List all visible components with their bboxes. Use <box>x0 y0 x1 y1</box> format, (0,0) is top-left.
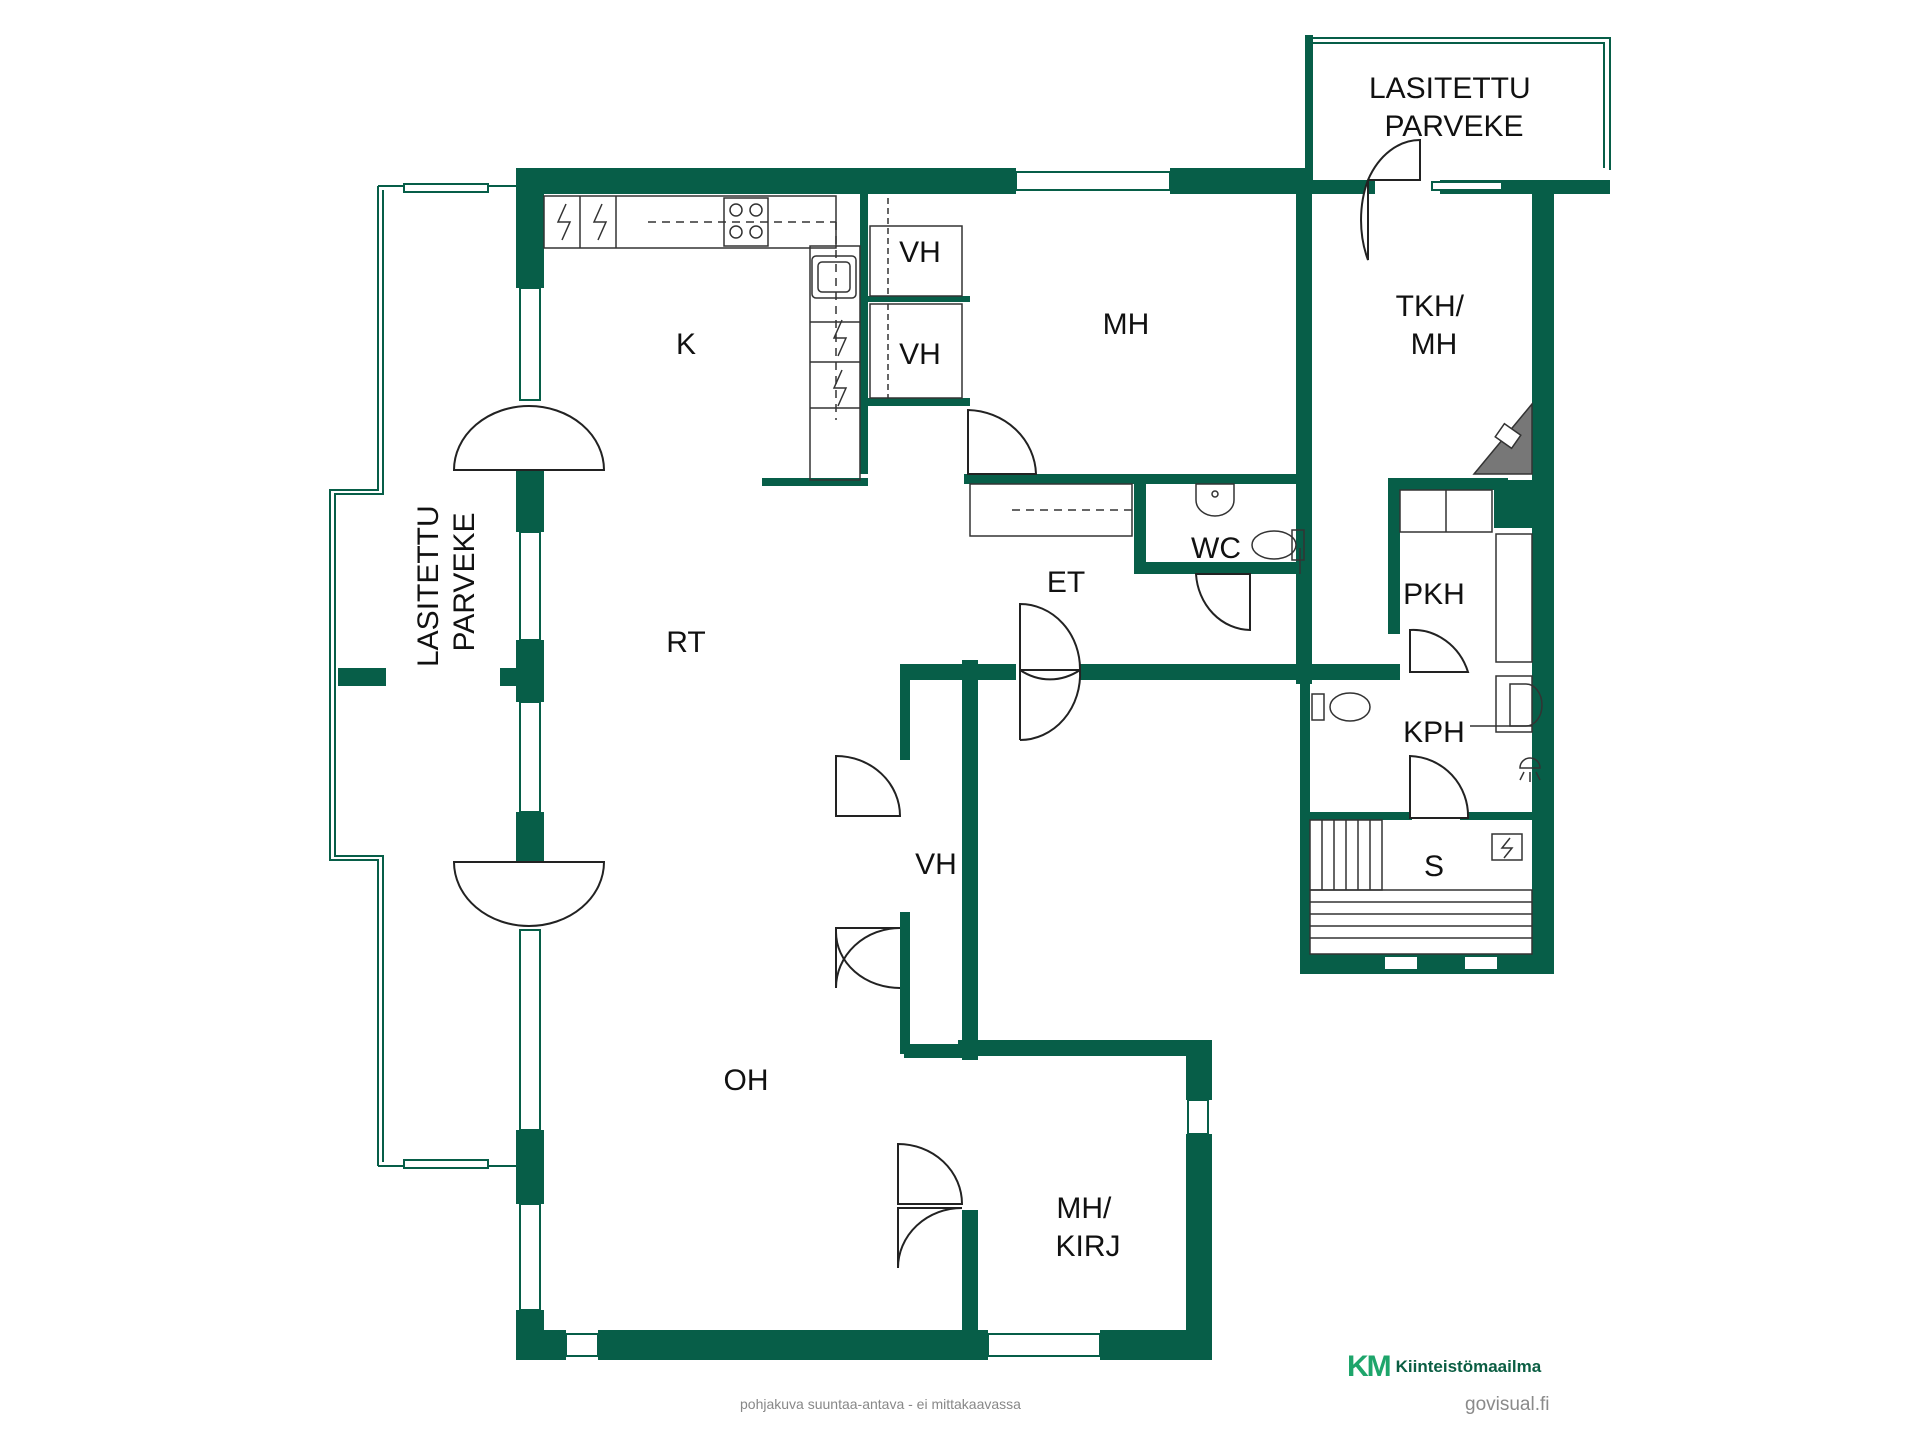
windows <box>403 171 1503 1357</box>
room-label-toilet: WC <box>1191 532 1241 565</box>
door-vh-1 <box>835 754 902 817</box>
room-label-closet-1: VH <box>899 236 941 269</box>
door-vh-2 <box>835 927 901 989</box>
shower-icon <box>1519 757 1541 782</box>
doors <box>452 138 1470 1269</box>
room-label-study: MH/ KIRJ <box>1055 1192 1120 1263</box>
door-hall-c <box>1019 669 1082 742</box>
door-balcony-top <box>1360 179 1369 261</box>
door-kph <box>1409 754 1470 819</box>
kitchen-sink-icon <box>811 255 857 299</box>
electric-outlet-icon <box>556 203 848 407</box>
door-hall <box>1019 602 1082 671</box>
room-label-balcony-left: LASITETTU PARVEKE <box>412 497 481 667</box>
door-balcony-top-b <box>1366 138 1421 181</box>
stove-icon <box>723 197 769 247</box>
room-label-closet-3: VH <box>915 848 957 881</box>
bath-toilet-icon <box>1311 692 1371 722</box>
room-label-closet-2: VH <box>899 338 941 371</box>
door-wc <box>1194 573 1251 632</box>
room-label-kitchen: K <box>676 328 696 361</box>
sink-icon <box>1195 483 1235 517</box>
balcony-top-outline <box>1307 37 1611 170</box>
door-hall-b <box>1019 669 1081 681</box>
room-label-hall: ET <box>1047 566 1085 599</box>
room-label-bedroom: MH <box>1103 308 1150 341</box>
sauna-benches <box>1309 819 1533 955</box>
door-balcony-left-lower <box>452 861 606 927</box>
brand-logo: KM Kiinteistömaailma <box>1347 1350 1541 1384</box>
door-bedroom <box>967 408 1038 475</box>
room-label-sauna: S <box>1424 850 1444 883</box>
fixtures <box>543 195 1543 955</box>
room-label-dining: RT <box>666 626 705 659</box>
room-labels: LASITETTU PARVEKE LASITETTU PARVEKE K RT… <box>412 72 1539 1263</box>
room-label-dressing: PKH <box>1403 578 1465 611</box>
door-study-1 <box>897 1142 964 1205</box>
room-label-balcony-top: LASITETTU PARVEKE <box>1369 72 1539 143</box>
kitchen-counter-right <box>809 245 861 481</box>
toilet-icon <box>1251 529 1305 561</box>
room-label-workroom: TKH/ MH <box>1396 290 1473 361</box>
room-label-living: OH <box>724 1064 769 1097</box>
sauna-stove-icon <box>1472 401 1533 475</box>
credit-text: govisual.fi <box>1465 1394 1550 1415</box>
door-pkh <box>1409 628 1470 673</box>
disclaimer-text: pohjakuva suuntaa-antava - ei mittakaava… <box>740 1396 1021 1412</box>
door-vh-3 <box>835 931 901 989</box>
brand-mark: KM <box>1347 1350 1392 1383</box>
brand-name: Kiinteistömaailma <box>1395 1357 1542 1376</box>
walls <box>338 35 1610 1360</box>
door-balcony-left-upper <box>452 405 606 471</box>
room-label-bathroom: KPH <box>1403 716 1465 749</box>
sauna-heater-icon <box>1491 833 1523 861</box>
door-study-2 <box>897 1207 963 1269</box>
